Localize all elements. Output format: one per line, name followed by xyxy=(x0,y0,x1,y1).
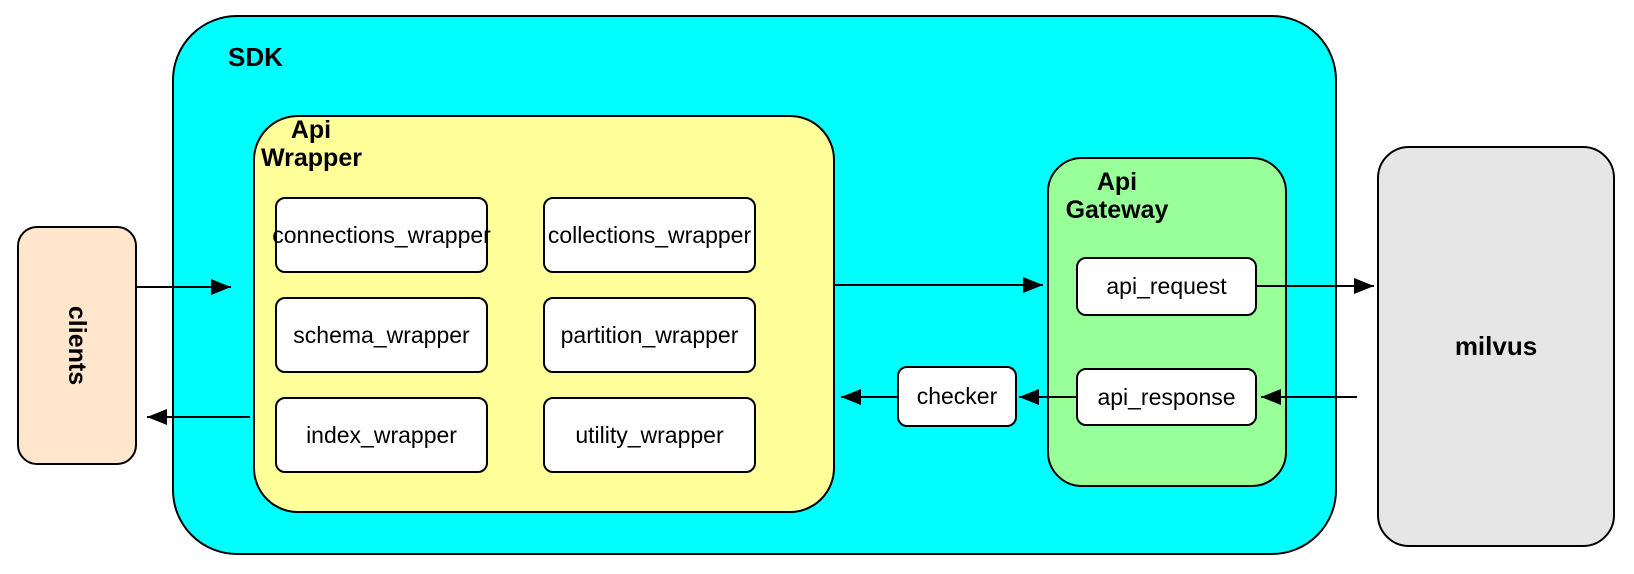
node-checker: checker xyxy=(897,366,1017,427)
node-api-request: api_request xyxy=(1076,257,1257,316)
node-utility-wrapper-label: utility_wrapper xyxy=(575,421,724,448)
node-index-wrapper-label: index_wrapper xyxy=(306,421,457,448)
node-partition-wrapper-label: partition_wrapper xyxy=(560,321,739,348)
node-schema-wrapper-label: schema_wrapper xyxy=(293,321,470,348)
api-gateway-container xyxy=(1047,157,1287,487)
node-connections-wrapper: connections_wrapper xyxy=(272,197,491,273)
node-partition-wrapper: partition_wrapper xyxy=(543,297,756,373)
node-collections-wrapper-label: collections_wrapper xyxy=(547,221,752,248)
node-api-response-label: api_response xyxy=(1097,383,1236,410)
api-gateway-label-line1: Api xyxy=(1096,168,1138,196)
node-schema-wrapper: schema_wrapper xyxy=(275,297,488,373)
clients-box: clients xyxy=(17,226,137,465)
api-wrapper-label-line1: Api xyxy=(290,116,332,144)
node-utility-wrapper: utility_wrapper xyxy=(543,397,756,473)
api-wrapper-label: Api Wrapper xyxy=(261,116,362,172)
api-gateway-label: Api Gateway xyxy=(1062,168,1172,224)
milvus-box: milvus xyxy=(1377,146,1615,547)
node-collections-wrapper: collections_wrapper xyxy=(543,197,756,273)
node-api-response: api_response xyxy=(1076,368,1257,426)
node-checker-label: checker xyxy=(916,383,998,409)
api-gateway-label-line2: Gateway xyxy=(1065,196,1169,224)
api-wrapper-label-line2: Wrapper xyxy=(261,144,362,172)
milvus-label: milvus xyxy=(1454,331,1538,361)
clients-label: clients xyxy=(63,305,92,386)
node-index-wrapper: index_wrapper xyxy=(275,397,488,473)
node-connections-wrapper-label: connections_wrapper xyxy=(272,221,491,248)
sdk-label: SDK xyxy=(228,42,283,72)
node-api-request-label: api_request xyxy=(1106,273,1227,299)
